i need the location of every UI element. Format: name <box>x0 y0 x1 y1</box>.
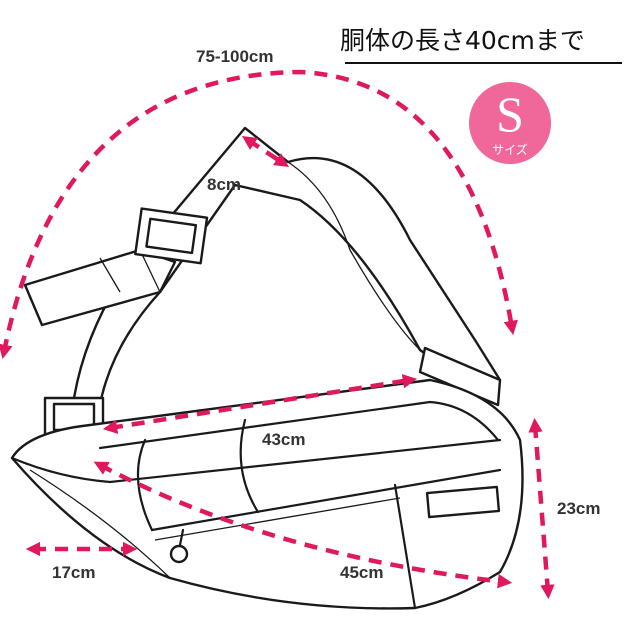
label-diagonal: 45cm <box>340 563 383 582</box>
label-end-depth: 17cm <box>52 563 95 582</box>
dimension-arrows <box>0 69 555 600</box>
arrow-strap-width <box>241 136 290 167</box>
front-pocket-label <box>425 485 501 519</box>
shoulder-strap <box>23 126 502 442</box>
size-badge-letter: S <box>496 86 524 142</box>
arrow-body-length <box>102 374 418 434</box>
label-strap-length: 75-100cm <box>196 47 274 66</box>
size-badge-caption: サイズ <box>492 142 528 157</box>
label-strap-width: 8cm <box>207 175 241 194</box>
label-body-length: 43cm <box>262 430 305 449</box>
label-height: 23cm <box>557 499 600 518</box>
size-badge: S サイズ <box>469 82 551 164</box>
strap-tail-inner <box>99 249 161 293</box>
arrow-strap-length <box>0 69 518 360</box>
bag-lid-edge <box>98 400 500 450</box>
strap-connector-right <box>418 346 502 407</box>
size-badge-circle <box>469 82 551 164</box>
strap-tail <box>23 248 177 327</box>
arrow-height <box>528 417 555 600</box>
strap-buckle <box>134 207 209 265</box>
header-title: 胴体の長さ40cmまで <box>340 26 585 55</box>
arrow-diagonal <box>93 461 513 589</box>
